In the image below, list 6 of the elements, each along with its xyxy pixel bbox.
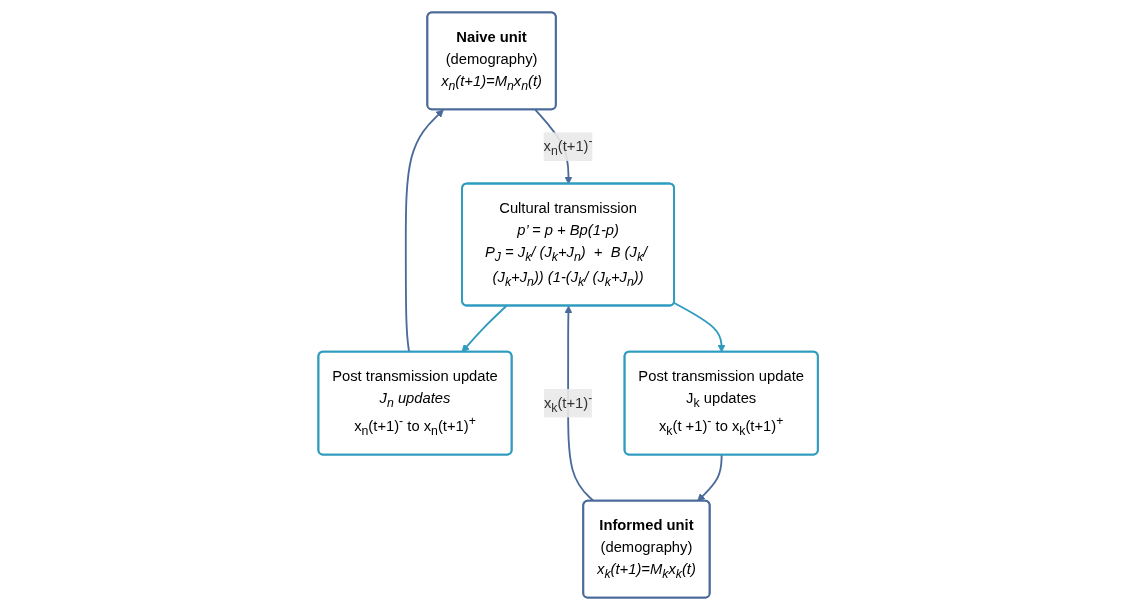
arrow (462, 305, 508, 353)
edge-label: x$_{n}$(t+1)$^{-}$ (543, 134, 594, 158)
arrow (673, 302, 726, 353)
edge-label: x$_{k}$(t+1)$^{-}$ (544, 390, 593, 415)
arrow (697, 454, 723, 502)
arrow (405, 109, 445, 353)
